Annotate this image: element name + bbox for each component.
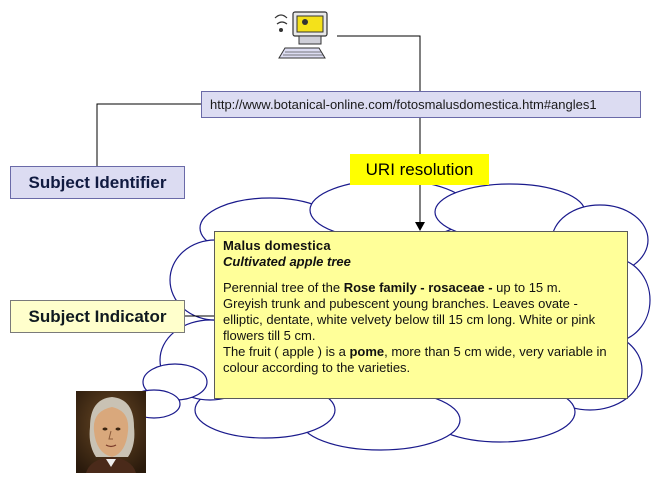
subject-identifier-box: Subject Identifier — [10, 166, 185, 199]
subject-indicator-text: Subject Indicator — [28, 307, 167, 326]
portrait-image — [76, 391, 146, 478]
uri-resolution-text: URI resolution — [365, 160, 474, 179]
subject-identifier-text: Subject Identifier — [28, 173, 167, 192]
species-name: Malus domestica — [223, 238, 331, 253]
desc-line1-bold: Rose family - rosaceae - — [343, 280, 493, 295]
desc-line2: Greyish trunk and pubescent young branch… — [223, 296, 596, 343]
url-text[interactable]: http://www.botanical-online.com/fotosmal… — [210, 97, 597, 112]
subject-indicator-box: Subject Indicator — [10, 300, 185, 333]
species-description: Perennial tree of the Rose family - rosa… — [223, 280, 619, 376]
desc-line1-post: up to 15 m. — [492, 280, 562, 295]
arrow-head — [415, 222, 425, 231]
url-box[interactable]: http://www.botanical-online.com/fotosmal… — [201, 91, 641, 118]
common-name: Cultivated apple tree — [223, 254, 351, 269]
desc-line1-pre: Perennial tree of the — [223, 280, 344, 295]
desc-line3-post: , more than 5 cm wide, very variable in … — [223, 344, 607, 375]
computer-icon — [273, 8, 337, 69]
desc-line3-pre: The fruit ( apple ) is a — [223, 344, 350, 359]
connector-lines — [96, 35, 421, 317]
uri-resolution-label: URI resolution — [350, 154, 489, 185]
subject-info-box: Malus domestica Cultivated apple tree Pe… — [214, 231, 628, 399]
desc-line3-bold: pome — [349, 344, 385, 359]
